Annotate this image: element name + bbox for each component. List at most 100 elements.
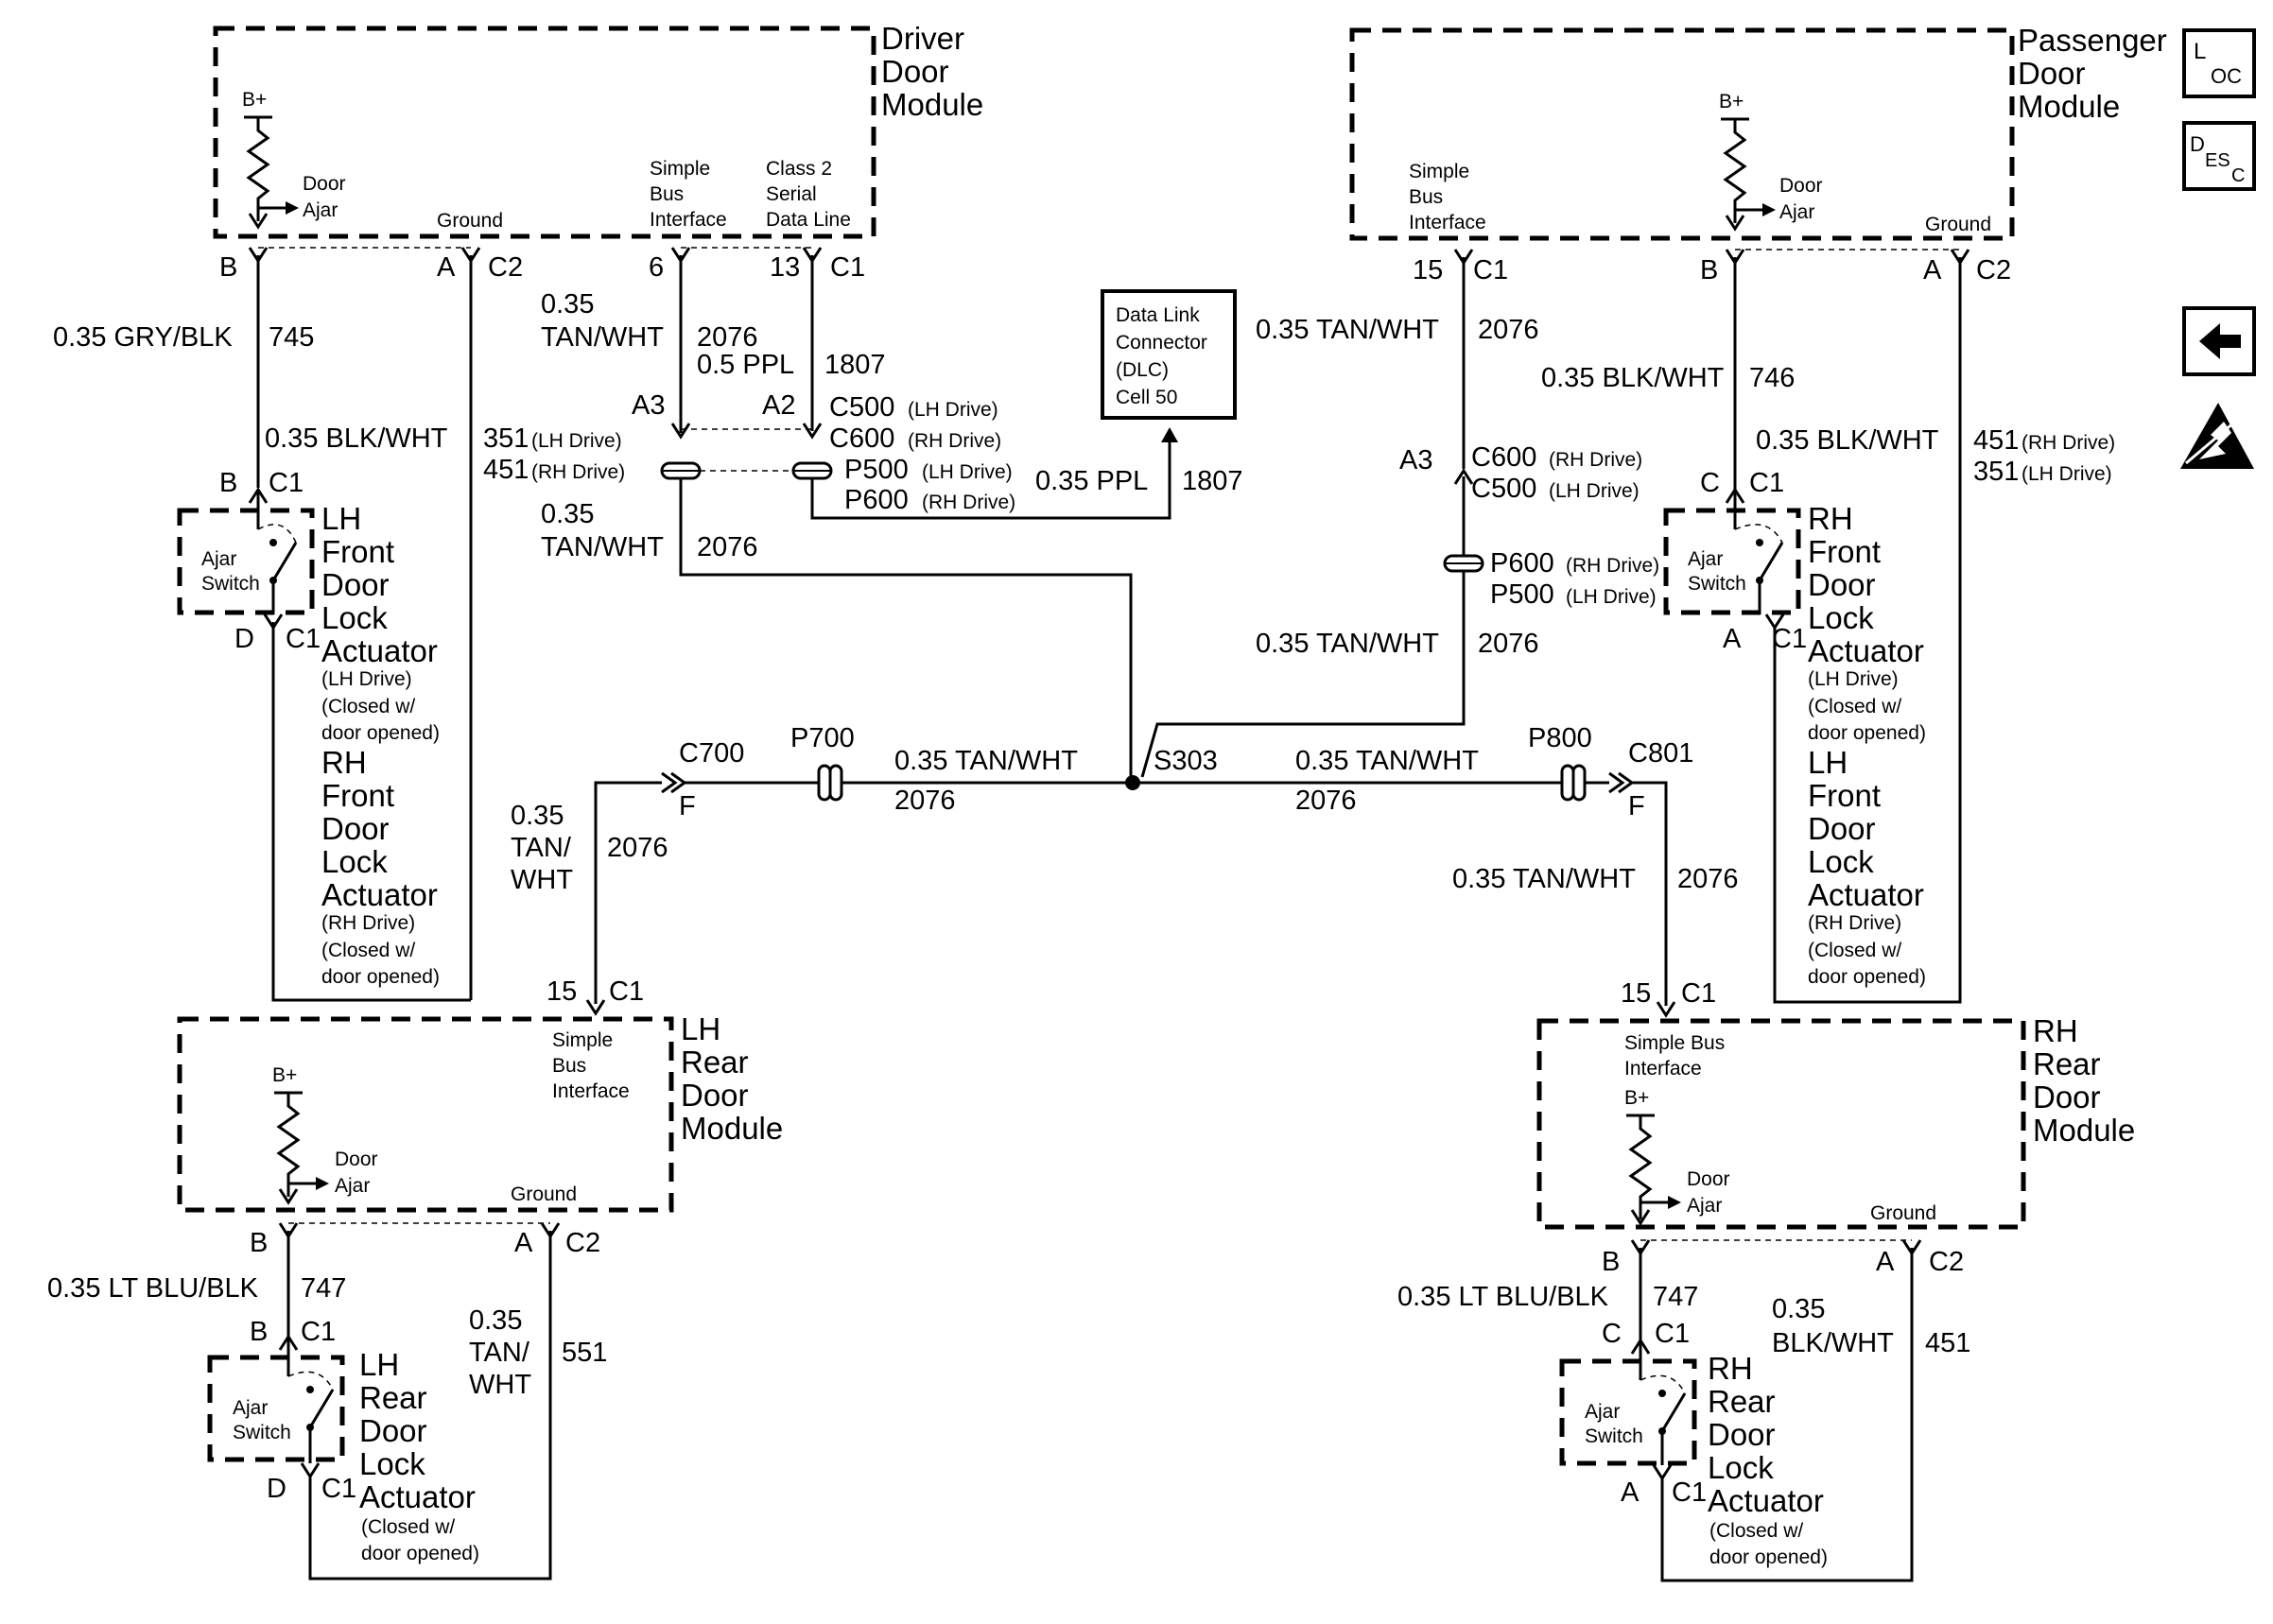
wire-color-label: 0.35 LT BLU/BLK: [47, 1273, 259, 1304]
driver-resistor-icon: [246, 117, 270, 221]
connector-label: C600: [829, 423, 894, 454]
driver-sbi-1: Simple: [650, 158, 710, 180]
wire-color-label: 0.35 TAN/WHT: [894, 746, 1078, 776]
connector-label: C1: [1655, 1319, 1690, 1349]
connector-p700-icon: [828, 764, 843, 802]
switch-contact: [306, 1386, 314, 1393]
connector-p700-icon: [817, 764, 832, 802]
back-arrow-shape: [2199, 323, 2241, 359]
pin-label: B: [1700, 255, 1718, 285]
driver-sbi-2: Bus: [650, 183, 684, 205]
wire-drive-note: (RH Drive): [2021, 432, 2115, 454]
actuator-note: (RH Drive): [1808, 912, 1901, 934]
wire-number-label: 1807: [1182, 466, 1243, 496]
actuator-note: door opened): [321, 966, 440, 988]
passenger-module-pins: 15 C1 B A C2: [1413, 249, 2011, 285]
pin-cap-icon: [1764, 613, 1785, 631]
pin-cap-icon: [278, 1334, 299, 1351]
wire-number-label: 551: [562, 1338, 607, 1368]
wire-number-label: 2076: [1295, 786, 1357, 816]
connector-label: C1: [1749, 468, 1784, 498]
actuator-title: Door: [1708, 1417, 1776, 1452]
actuator-title: LH: [359, 1347, 399, 1382]
wire-color-label: 0.35 BLK/WHT: [1756, 425, 1939, 456]
connector-label: C1: [1681, 978, 1716, 1009]
lh-rear-bplus-label: B+: [272, 1064, 297, 1086]
switch-link: [1640, 1374, 1686, 1394]
connector-label: C801: [1628, 738, 1693, 769]
pin-label: F: [1628, 791, 1645, 821]
connector-note: (LH Drive): [1549, 480, 1640, 502]
wire-color-label: 0.35 BLK/WHT: [1541, 363, 1725, 393]
driver-wires: [256, 255, 814, 1000]
pin-cap-icon: [670, 423, 691, 440]
connector-note: (LH Drive): [922, 461, 1013, 483]
actuator-note: door opened): [1808, 722, 1926, 744]
rh-rear-module-box: [1536, 1018, 2026, 1230]
loc-icon[interactable]: L OC: [2182, 28, 2256, 98]
esd-slash: [2185, 420, 2236, 465]
pin-cap-icon: [1630, 1338, 1651, 1355]
lh-rear-sbi-3: Interface: [552, 1080, 630, 1102]
wire-color-label: TAN/: [469, 1338, 530, 1368]
driver-door-module: Driver Door Module B+ Door Ajar Ground S…: [213, 21, 983, 239]
driver-class2-1: Class 2: [766, 158, 832, 180]
dlc-label-4: Cell 50: [1116, 387, 1177, 408]
desc-icon-letters: ES: [2205, 150, 2230, 171]
wire-number-label: 351: [483, 423, 529, 454]
connector-label: C600: [1471, 442, 1536, 473]
pin-label: 15: [547, 976, 577, 1007]
pin-label: 13: [770, 252, 800, 283]
wire-number-label: 451: [1925, 1328, 1970, 1358]
actuator-note: (Closed w/: [1808, 940, 1901, 961]
wire-size-label: 0.35: [1772, 1294, 1825, 1324]
wire-number-label: 747: [301, 1273, 346, 1304]
actuator-note: (Closed w/: [1808, 696, 1901, 717]
wire-ground-right: [1773, 257, 1962, 1004]
rh-rear-door-module: 15 C1 Simple Bus Interface RH Rear Door …: [1536, 978, 2135, 1582]
switch-label-1: Ajar: [1585, 1401, 1620, 1423]
wire-color-label: 0.35 TAN/WHT: [1256, 315, 1439, 345]
lh-rear-sbi-2: Bus: [552, 1055, 586, 1077]
switch-contact: [269, 539, 277, 546]
actuator-title: Front: [1808, 778, 1881, 813]
wire-color-label: 0.35 TAN/WHT: [1295, 746, 1479, 776]
lh-rear-ground-label: Ground: [511, 1183, 577, 1205]
rh-rear-module-title-1: RH: [2033, 1013, 2078, 1048]
dlc-label-2: Connector: [1116, 332, 1207, 354]
wire-color-label: 0.35 PPL: [1035, 466, 1148, 496]
actuator-title: RH: [1708, 1351, 1753, 1386]
lh-front-switch-box: [177, 508, 315, 615]
wire-number-label: 2076: [697, 322, 758, 353]
switch-link: [257, 524, 297, 544]
wire-size-label: 0.35: [541, 499, 594, 529]
pin-label: A: [1723, 624, 1742, 654]
driver-bplus-label: B+: [242, 89, 267, 111]
wire-color-label: WHT: [469, 1370, 531, 1400]
rh-rear-sbi-2: Interface: [1624, 1058, 1702, 1080]
lh-front-door-lock-actuator: B C1 Ajar Switch D C1 LH Front Door Lock…: [177, 468, 471, 1002]
passenger-door-ajar-1: Door: [1779, 175, 1823, 197]
arrow-left-icon[interactable]: [2182, 306, 2256, 376]
connector-label: C2: [488, 252, 523, 283]
actuator-title: Actuator: [1808, 877, 1924, 912]
driver-sbi-3: Interface: [650, 209, 727, 231]
wire-color-label: BLK/WHT: [1772, 1328, 1894, 1358]
rh-rear-ajar-arrow-icon: [1668, 1196, 1681, 1209]
splice-s303-icon: [1125, 775, 1140, 790]
wire-number-label: 351: [1973, 457, 2019, 487]
wire-number-label: 2076: [607, 833, 668, 863]
wire-color-label: 0.35 TAN/WHT: [1452, 864, 1636, 894]
connector-c700-icon: [661, 771, 678, 794]
actuator-note: door opened): [361, 1543, 479, 1564]
connector-label: P600: [844, 485, 909, 515]
wire-number-label: 1807: [824, 350, 886, 380]
wire-color-label: WHT: [511, 865, 573, 895]
pin-label: F: [679, 791, 696, 821]
desc-icon[interactable]: D ES C: [2182, 121, 2256, 191]
passenger-module-title-2: Door: [2018, 56, 2086, 91]
pin-label: D: [267, 1474, 286, 1504]
actuator-title: Door: [1808, 567, 1876, 602]
connector-label: C1: [1473, 255, 1508, 285]
switch-link: [287, 1371, 334, 1391]
